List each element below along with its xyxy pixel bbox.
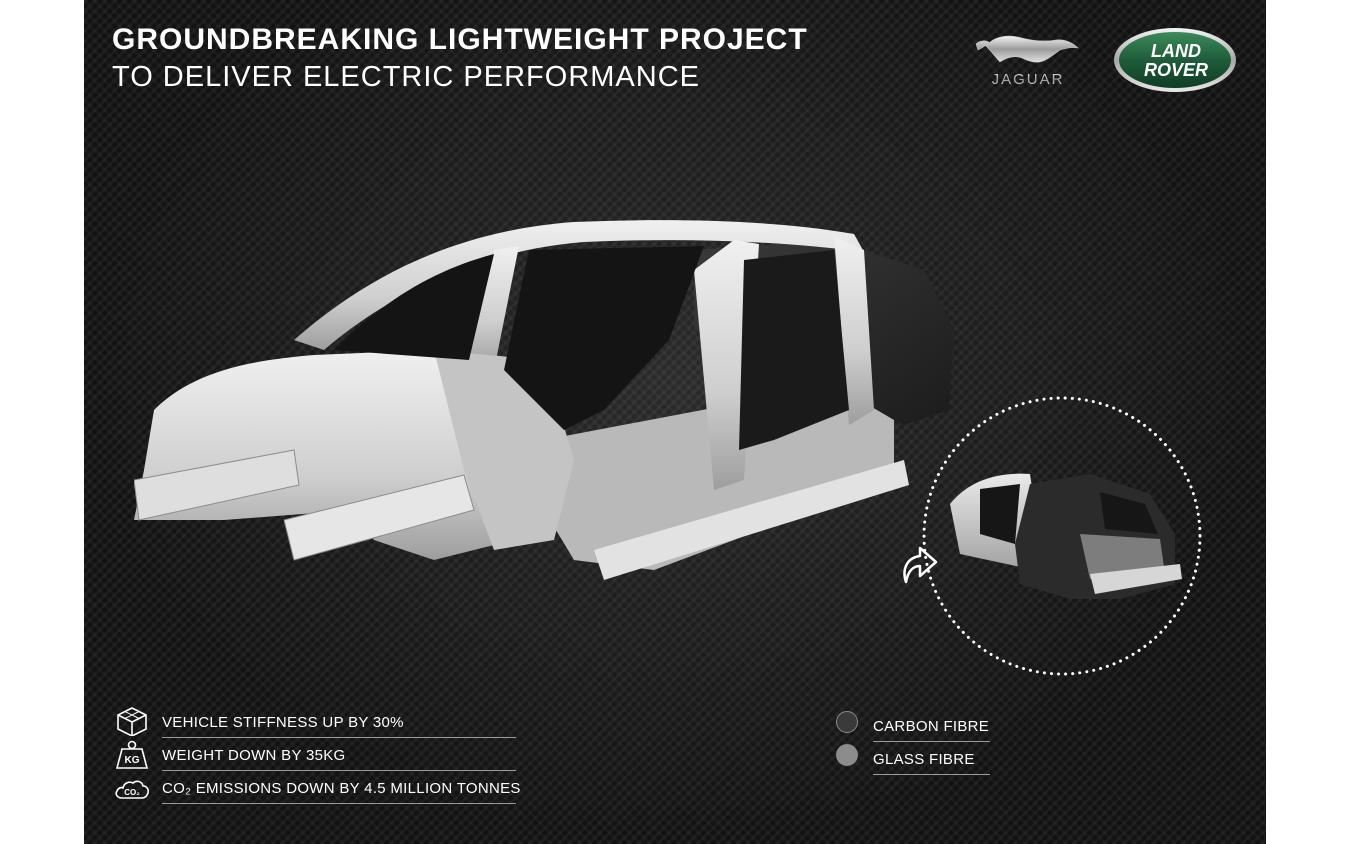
stat-emissions: CO₂ CO₂ EMISSIONS DOWN BY 4.5 MILLION TO…: [114, 772, 520, 804]
stat-stiffness-label: VEHICLE STIFFNESS UP BY 30%: [162, 714, 404, 731]
svg-text:KG: KG: [125, 755, 140, 766]
svg-text:CO₂: CO₂: [124, 788, 140, 797]
rear-door-opening: [739, 250, 849, 450]
divider: [873, 741, 990, 742]
vehicle-body-in-white-illustration: [134, 220, 954, 580]
stat-weight: KG WEIGHT DOWN BY 35KG: [114, 739, 516, 771]
front-door-opening: [504, 246, 704, 430]
rotate-view-icon: [903, 546, 938, 584]
roof-rail: [294, 220, 864, 350]
stat-weight-label: WEIGHT DOWN BY 35KG: [162, 747, 346, 764]
subheadline: TO DELIVER ELECTRIC PERFORMANCE: [112, 61, 701, 93]
kg-weight-icon: KG: [115, 740, 149, 769]
divider: [162, 770, 516, 771]
mini-chassis-glass: [1080, 534, 1165, 579]
front-rail-left: [134, 449, 300, 521]
co2-cloud-icon: CO₂: [115, 780, 150, 799]
side-sill: [594, 460, 909, 580]
stat-stiffness: VEHICLE STIFFNESS UP BY 30%: [114, 706, 516, 738]
divider: [873, 774, 990, 775]
land-rover-line1: LAND: [1151, 41, 1201, 61]
leaping-jaguar-icon: [975, 35, 1079, 63]
a-pillar: [464, 246, 519, 370]
divider: [162, 803, 516, 804]
land-rover-line2: ROVER: [1144, 60, 1208, 80]
legend-carbon-fibre: CARBON FIBRE: [836, 710, 990, 742]
carbon-fibre-swatch: [836, 711, 858, 733]
c-pillar: [834, 236, 874, 425]
front-window-opening: [334, 254, 494, 360]
jaguar-logo: JAGUAR: [975, 35, 1079, 88]
front-rail-right: [283, 474, 475, 561]
headline: GROUNDBREAKING LIGHTWEIGHT PROJECT: [112, 23, 808, 56]
jaguar-wordmark: JAGUAR: [992, 71, 1065, 88]
infographic-panel: GROUNDBREAKING LIGHTWEIGHT PROJECT TO DE…: [84, 0, 1266, 844]
legend-glass-fibre: GLASS FIBRE: [836, 743, 990, 775]
cube-icon: [117, 707, 147, 736]
carbon-detail-callout: [922, 396, 1202, 676]
divider: [162, 737, 516, 738]
stat-emissions-label: CO₂ EMISSIONS DOWN BY 4.5 MILLION TONNES: [162, 780, 521, 797]
mini-chassis-sill: [1090, 564, 1182, 594]
legend-carbon-label: CARBON FIBRE: [873, 718, 990, 735]
land-rover-logo: LAND ROVER: [1114, 28, 1236, 92]
legend-glass-label: GLASS FIBRE: [873, 751, 975, 768]
glass-fibre-swatch: [836, 744, 858, 766]
